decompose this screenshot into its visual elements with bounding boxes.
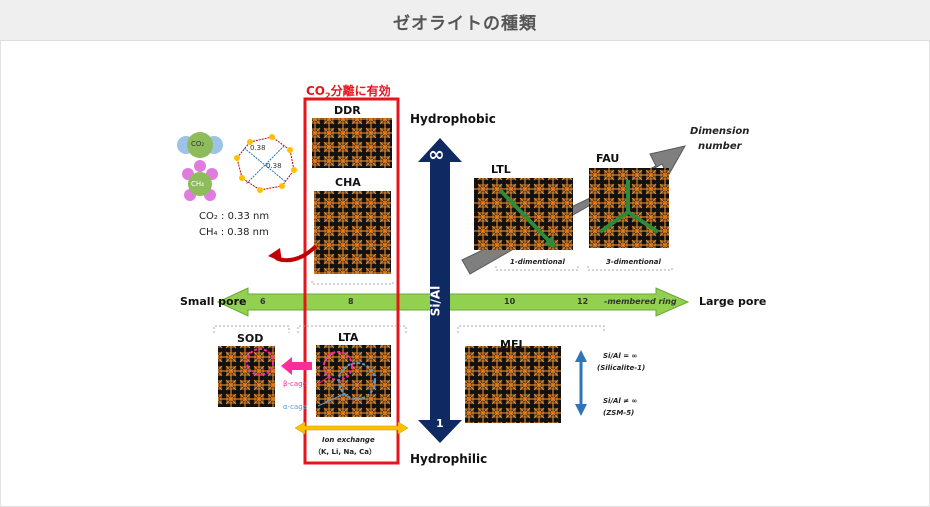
lta-structure-image — [316, 345, 391, 417]
co2-separation-box — [303, 97, 400, 465]
ltl-channel-arrow — [498, 188, 554, 246]
group-brackets — [213, 266, 673, 333]
eight-ring-diagram — [234, 134, 297, 193]
lta-label: LTA — [338, 331, 359, 344]
mfi-structure-image — [465, 346, 561, 423]
ion-exchange-arrow — [294, 421, 409, 435]
three-dimentional-label: 3-dimentional — [606, 258, 661, 266]
hydrophobic-label: Hydrophobic — [410, 112, 496, 126]
cha-to-gas-arrow — [275, 244, 318, 263]
dimension-label-1: Dimension — [690, 126, 750, 137]
ring-diameter-2: 0.38 — [266, 162, 282, 170]
cha-label: CHA — [335, 176, 361, 189]
beta-cage-label: β-cage — [283, 380, 307, 388]
ch4-size-text: CH₄ : 0.38 nm — [199, 227, 269, 238]
dimension-label-2: number — [698, 141, 742, 152]
co2-molecule-icon — [177, 132, 223, 158]
ltl-label: LTL — [491, 163, 511, 176]
alpha-cage-label: α-cage — [283, 403, 308, 411]
ch4-molecule-label: CH₄ — [191, 180, 204, 188]
sod-structure-image — [218, 346, 275, 407]
ddr-structure-image — [312, 118, 392, 168]
mfi-ratio-bottom-1: Si/Al ≠ ∞ — [603, 397, 638, 405]
cha-structure-image — [314, 191, 391, 274]
sod-beta-cage-marker — [246, 348, 274, 376]
page-title: ゼオライトの種類 — [393, 14, 537, 34]
lta-beta-cage-marker — [323, 351, 353, 381]
co2-molecule-label: CO₂ — [191, 140, 205, 148]
membered-ring-label: -membered ring — [604, 297, 677, 306]
ring-6: 6 — [260, 297, 266, 306]
page-header: ゼオライトの種類 — [0, 0, 930, 41]
ddr-label: DDR — [334, 104, 361, 117]
one-dimentional-label: 1-dimentional — [510, 258, 565, 266]
ion-exchange-label: Ion exchange — [322, 436, 375, 444]
lta-to-sod-arrow — [281, 357, 312, 375]
sod-label: SOD — [237, 332, 264, 345]
mfi-ratio-top-1: Si/Al = ∞ — [603, 352, 638, 360]
ring-10: 10 — [504, 297, 516, 306]
mfi-label: MFI — [500, 338, 523, 351]
si-al-infinity: ∞ — [428, 142, 445, 166]
ch4-molecule-icon — [182, 160, 218, 201]
ring-diameter-1: 0.38 — [250, 144, 266, 152]
large-pore-label: Large pore — [699, 295, 767, 308]
si-al-label: Si/Al — [428, 285, 443, 317]
small-pore-label: Small pore — [180, 295, 247, 308]
co2-separation-label: CO2分離に有効 — [306, 84, 391, 101]
ring-12: 12 — [577, 297, 589, 306]
ring-8: 8 — [348, 297, 354, 306]
si-al-arrow — [418, 138, 462, 443]
hydrophilic-label: Hydrophilic — [410, 452, 488, 466]
si-al-one: 1 — [436, 417, 444, 430]
fau-channel-arrows — [598, 180, 660, 234]
lta-alpha-cage-marker — [338, 362, 376, 400]
mfi-ratio-bottom-2: (ZSM-5) — [603, 409, 635, 417]
pore-size-arrow — [216, 287, 690, 317]
mfi-ratio-top-2: (Silicalite-1) — [597, 364, 646, 372]
fau-label: FAU — [596, 152, 620, 165]
ion-exchange-cations: （K, Li, Na, Ca） — [314, 448, 377, 456]
mfi-ratio-arrow — [575, 350, 587, 416]
co2-size-text: CO₂ : 0.33 nm — [199, 211, 270, 222]
